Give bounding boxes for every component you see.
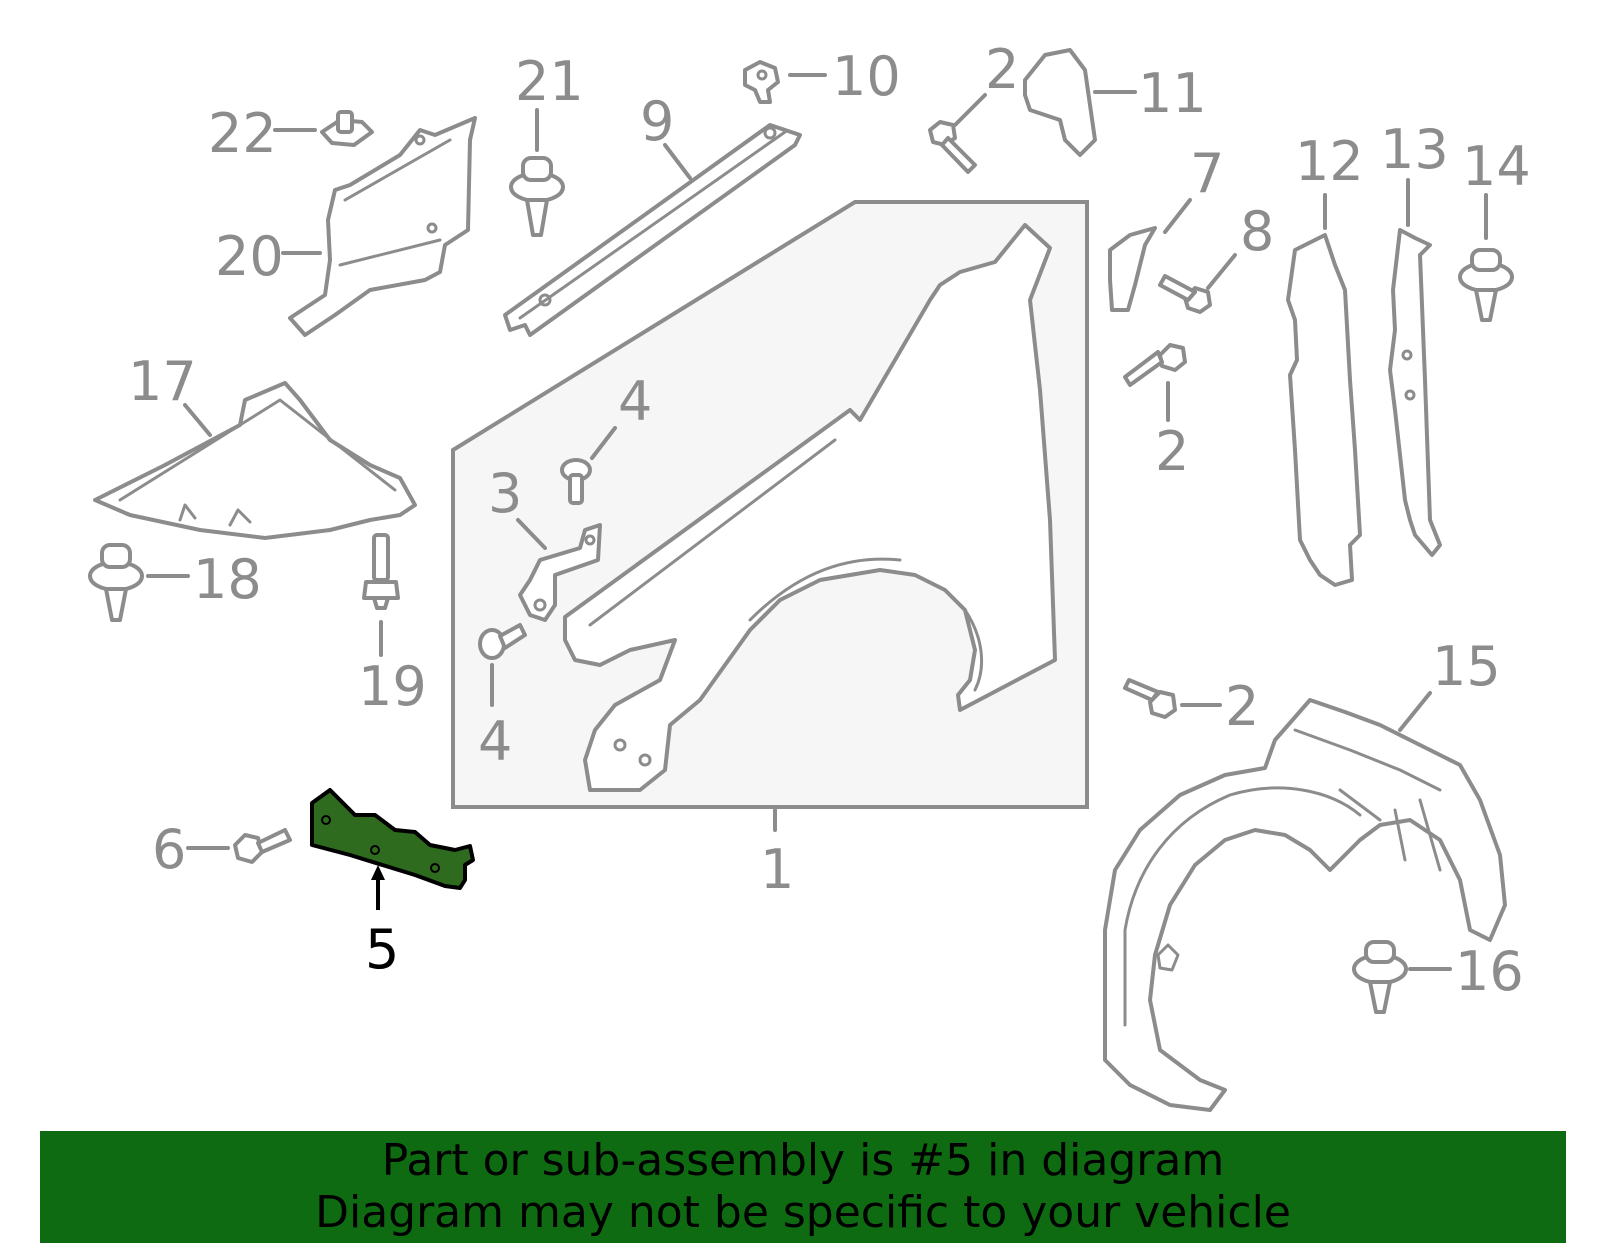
callout-4-upper: 4 — [618, 370, 652, 433]
part-5-reinforcement[interactable] — [310, 788, 475, 890]
part-16-clip[interactable] — [1352, 940, 1408, 1014]
part-19-stud[interactable] — [362, 533, 400, 610]
part-3-bracket-group: 3 — [488, 462, 602, 622]
part-18-clip[interactable] — [88, 543, 144, 622]
callout-6: 6 — [152, 818, 186, 881]
part-17-group: 17 — [93, 350, 417, 540]
part-1-fender[interactable] — [563, 223, 1057, 792]
callout-9: 9 — [640, 90, 674, 153]
part-16-group: 16 — [1352, 940, 1524, 1014]
part-2-bolt-low[interactable] — [1123, 678, 1177, 719]
part-18-group: 18 — [88, 543, 262, 622]
part-12-group: 12 — [1286, 130, 1364, 587]
part-5-group: 5 — [310, 788, 475, 981]
part-4-screw-upper[interactable] — [560, 458, 592, 505]
callout-13: 13 — [1380, 118, 1449, 181]
part-22-nut[interactable] — [320, 110, 374, 147]
callout-7: 7 — [1190, 142, 1224, 205]
part-13-strip[interactable] — [1388, 228, 1442, 557]
callout-22: 22 — [208, 102, 277, 165]
part-1-fender-group: 1 — [451, 200, 1089, 901]
callout-1: 1 — [760, 838, 794, 901]
callout-2-mid: 2 — [1155, 420, 1189, 483]
part-7-trim[interactable] — [1108, 226, 1157, 312]
callout-11: 11 — [1138, 62, 1207, 125]
part-14-group: 14 — [1458, 135, 1531, 322]
part-2-bolt-mid[interactable] — [1123, 343, 1187, 387]
part-4-screws-group: 4 4 — [478, 370, 652, 773]
part-22-group: 22 — [208, 102, 374, 165]
part-8-bolt[interactable] — [1158, 274, 1212, 314]
part-17-splash-panel[interactable] — [93, 381, 417, 540]
part-11-bracket[interactable] — [1023, 48, 1097, 157]
callout-10: 10 — [832, 45, 901, 108]
part-14-clip[interactable] — [1458, 248, 1514, 322]
callout-17: 17 — [128, 350, 197, 413]
callout-16: 16 — [1455, 940, 1524, 1003]
callout-4-lower: 4 — [478, 710, 512, 773]
part-11-group: 11 — [1023, 48, 1207, 157]
part-9-group: 9 — [503, 90, 802, 337]
callout-3: 3 — [488, 462, 522, 525]
part-15-wheel-liner[interactable] — [1103, 698, 1507, 1112]
callout-19: 19 — [358, 655, 427, 718]
part-21-clip[interactable] — [509, 156, 565, 237]
part-10-group: 10 — [743, 45, 901, 108]
part-9-rail[interactable] — [503, 123, 802, 337]
part-19-group: 19 — [358, 533, 427, 718]
part-2-bolt-top[interactable] — [928, 120, 977, 174]
part-4-screw-lower[interactable] — [478, 623, 527, 660]
callout-2-low: 2 — [1225, 675, 1259, 738]
part-2-bolts-group: 2 2 2 — [928, 38, 1259, 738]
part-6-group: 6 — [152, 818, 292, 881]
part-13-group: 13 — [1380, 118, 1449, 557]
part-12-seal[interactable] — [1286, 233, 1362, 587]
callout-14: 14 — [1462, 135, 1531, 198]
part-8-group: 8 — [1158, 200, 1274, 314]
part-6-bolt[interactable] — [233, 828, 292, 864]
part-7-group: 7 — [1108, 142, 1224, 312]
part-20-group: 20 — [215, 116, 477, 337]
callout-18: 18 — [193, 548, 262, 611]
part-20-shield[interactable] — [288, 116, 477, 337]
banner-line-2: Diagram may not be specific to your vehi… — [315, 1187, 1291, 1238]
callout-5: 5 — [365, 918, 399, 981]
callout-12: 12 — [1295, 130, 1364, 193]
part-3-bracket[interactable] — [518, 523, 602, 622]
callout-21: 21 — [515, 50, 584, 113]
info-banner: Part or sub-assembly is #5 in diagram Di… — [40, 1131, 1566, 1243]
callout-2-top: 2 — [985, 38, 1019, 101]
callout-15: 15 — [1432, 635, 1501, 698]
callout-20: 20 — [215, 225, 284, 288]
callout-8: 8 — [1240, 200, 1274, 263]
part-10-nut[interactable] — [743, 60, 780, 104]
part-15-group: 15 — [1103, 635, 1507, 1112]
banner-line-1: Part or sub-assembly is #5 in diagram — [381, 1135, 1225, 1186]
part-21-group: 21 — [509, 50, 584, 237]
